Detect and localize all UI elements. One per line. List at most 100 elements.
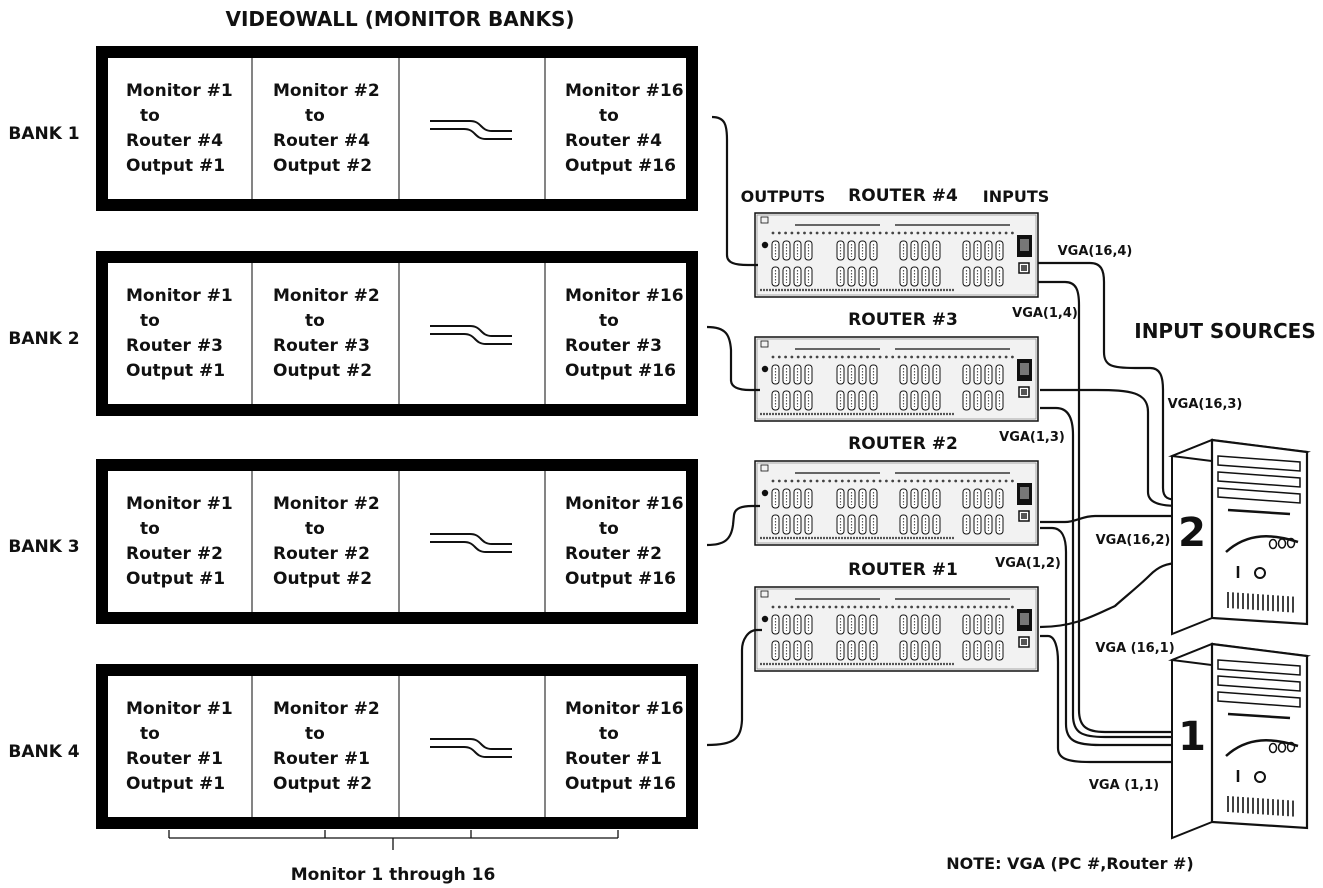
power-led-icon	[761, 365, 769, 373]
brand-logo-icon	[1277, 538, 1287, 549]
vga-label: VGA (1,1)	[1089, 778, 1159, 793]
connector-word: to	[599, 724, 619, 744]
indicator-dot-icon	[998, 479, 1002, 483]
ellipsis-squiggle-icon	[430, 120, 512, 140]
output-name: Output #16	[565, 774, 676, 794]
indicator-dot-icon	[992, 605, 995, 609]
brand-logo-icon	[1225, 535, 1299, 553]
indicator-dot-icon	[790, 231, 794, 235]
note-text: NOTE: VGA (PC #,Router #)	[946, 854, 1194, 873]
indicator-dot-icon	[948, 605, 951, 609]
indicator-dot-icon	[866, 355, 869, 359]
monitor-name: Monitor #2	[273, 699, 380, 719]
indicator-dot-icon	[960, 479, 964, 483]
ce-mark-icon	[760, 464, 769, 472]
indicator-dot-icon	[1011, 231, 1014, 235]
power-switch-rocker	[1021, 513, 1027, 519]
indicator-dot-icon	[885, 355, 888, 359]
indicator-dot-icon	[903, 479, 907, 483]
indicator-dot-icon	[929, 355, 932, 359]
diagram-title: VIDEOWALL (MONITOR BANKS)	[225, 7, 574, 31]
pc-tower-2: 2	[1168, 438, 1311, 636]
router-chassis-inner	[756, 462, 1037, 544]
indicator-dot-icon	[941, 231, 945, 235]
indicator-dot-icon	[985, 231, 989, 235]
vga-label: VGA(16,4)	[1058, 244, 1133, 259]
indicator-dot-icon	[910, 479, 913, 483]
indicator-dot-icon	[777, 355, 781, 359]
indicator-dot-icon	[954, 355, 958, 359]
brand-logo-icon	[1286, 741, 1296, 753]
power-led-icon	[761, 241, 769, 249]
indicator-dot-icon	[809, 605, 813, 609]
indicator-dot-icon	[840, 231, 844, 235]
floppy-slot-icon	[1227, 712, 1291, 720]
indicator-dot-icon	[916, 231, 920, 235]
power-button-icon[interactable]	[1254, 771, 1266, 783]
pc-number: 1	[1178, 714, 1206, 760]
indicator-dot-icon	[885, 231, 888, 235]
indicator-dot-icon	[1004, 479, 1008, 483]
indicator-dot-icon	[828, 231, 832, 235]
indicator-dot-icon	[948, 479, 951, 483]
indicator-dot-icon	[847, 479, 850, 483]
indicator-dot-icon	[859, 479, 863, 483]
indicator-dot-icon	[903, 605, 907, 609]
drive-bay-icon	[1217, 471, 1301, 488]
indicator-dot-icon	[941, 355, 945, 359]
indicator-dot-icon	[998, 355, 1002, 359]
ce-mark-icon	[760, 340, 769, 348]
indicator-dot-icon	[929, 479, 932, 483]
indicator-dot-icon	[815, 479, 819, 483]
indicator-dot-icon	[878, 479, 882, 483]
indicator-dot-icon	[897, 605, 901, 609]
indicator-dot-icon	[853, 355, 857, 359]
floppy-slot-icon	[1227, 508, 1291, 516]
indicator-dot-icon	[897, 231, 901, 235]
monitor-name: Monitor #16	[565, 494, 684, 514]
ellipsis-squiggle-icon	[430, 738, 512, 758]
connector-word: to	[140, 519, 160, 539]
power-button-icon[interactable]	[1254, 567, 1266, 579]
indicator-dot-icon	[954, 605, 958, 609]
indicator-dot-icon	[979, 355, 983, 359]
indicator-dot-icon	[796, 479, 800, 483]
indicator-dot-icon	[1004, 231, 1008, 235]
indicator-dot-icon	[790, 605, 794, 609]
indicator-dot-icon	[922, 231, 926, 235]
indicator-dot-icon	[822, 355, 825, 359]
indicator-dot-icon	[784, 605, 787, 609]
indicator-dot-icon	[815, 605, 819, 609]
indicator-dot-icon	[973, 231, 976, 235]
indicator-dot-icon	[916, 479, 920, 483]
indicator-dot-icon	[771, 479, 775, 483]
indicator-dot-icon	[935, 355, 939, 359]
monitor-name: Monitor #1	[126, 286, 233, 306]
indicator-dot-icon	[853, 231, 857, 235]
indicator-dot-icon	[859, 355, 863, 359]
power-led-icon	[761, 615, 769, 623]
output-name: Output #2	[273, 156, 372, 176]
cable-vga-16-3	[1040, 388, 1181, 508]
indicator-dot-icon	[992, 355, 995, 359]
power-socket-inner	[1020, 613, 1029, 625]
indicator-dot-icon	[910, 355, 913, 359]
bank-frame	[96, 46, 698, 211]
indicator-dot-icon	[872, 355, 876, 359]
indicator-dot-icon	[941, 479, 945, 483]
router-name: Router #4	[126, 131, 223, 151]
vga-label: VGA(1,2)	[995, 556, 1061, 571]
router-label: ROUTER #3	[848, 310, 958, 330]
bank-label: BANK 4	[8, 742, 79, 762]
indicator-dot-icon	[985, 605, 989, 609]
cable-vga-1-4	[1038, 280, 1185, 734]
bank-frame	[96, 459, 698, 624]
connector-word: to	[305, 519, 325, 539]
router-name: Router #2	[126, 544, 223, 564]
